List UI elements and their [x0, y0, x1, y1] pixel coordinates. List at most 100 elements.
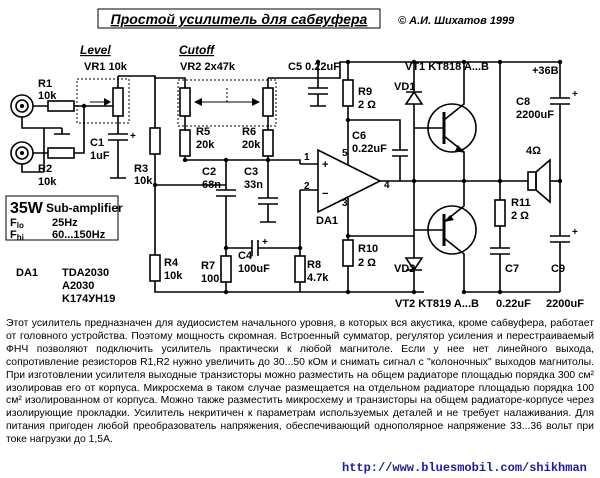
r7-label: R7: [201, 260, 215, 272]
r3-resistor: [149, 127, 161, 155]
cutoff-caption: Cutoff: [179, 43, 215, 57]
spec-fhi-symbol: Fhi: [10, 229, 24, 242]
c8-plus: +: [572, 89, 578, 100]
opamp-plus: +: [322, 159, 328, 171]
r6-label: R6: [242, 126, 256, 138]
vt2-label: VT2 KT819 A...B: [395, 298, 479, 310]
vd2-label: VD2: [394, 263, 415, 275]
c1-plus: +: [130, 131, 136, 142]
vr2-label: VR2 2x47k: [180, 61, 236, 73]
parts-list-label: DA1: [16, 267, 38, 279]
r2-resistor: [47, 147, 75, 159]
r2-value: 10k: [38, 176, 57, 188]
r9-value: 2 Ω: [358, 99, 376, 111]
parts-list-item: K174УН19: [62, 293, 115, 305]
r7-resistor: [220, 255, 232, 283]
spec-fhi-value: 60...150Hz: [52, 229, 106, 241]
vd1-label: VD1: [394, 81, 415, 93]
c5-capacitor: [308, 62, 328, 107]
rca-input-right: [10, 141, 34, 165]
pin-5: 5: [342, 148, 348, 159]
c4-label: C4: [238, 250, 253, 262]
website-link[interactable]: http://www.bluesmobil.com/shikhman: [342, 461, 587, 475]
c3-label: C3: [244, 166, 258, 178]
c8-label: C8: [516, 96, 530, 108]
rca-input-left: [10, 94, 34, 118]
opamp-minus: −: [322, 188, 328, 200]
r5-value: 20k: [196, 139, 215, 151]
r3-label: R3: [134, 163, 148, 175]
description-paragraph: Этот усилитель предназначен для аудиосис…: [6, 318, 594, 446]
r4-value: 10k: [164, 270, 183, 282]
c1-capacitor: [108, 124, 128, 170]
title-frame: [97, 8, 381, 29]
c8-capacitor: [550, 62, 570, 181]
r6-value: 20k: [242, 139, 261, 151]
c5-label: C5 0.22uF: [288, 61, 340, 73]
r8-value: 4.7k: [307, 272, 329, 284]
spec-power: 35W: [10, 200, 44, 217]
parts-list-item: TDA2030: [62, 267, 109, 279]
spec-kind: Sub-amplifier: [46, 201, 123, 215]
r1-value: 10k: [38, 90, 57, 102]
vt1-transistor: [414, 62, 477, 181]
c3-capacitor: [258, 160, 278, 223]
c9-plus: +: [572, 227, 578, 238]
author-copyright: © А.И. Шихатов 1999: [398, 15, 515, 27]
c6-capacitor: [348, 119, 408, 181]
r6-resistor: [262, 129, 274, 157]
r8-resistor: [294, 255, 306, 283]
spec-box: [5, 195, 119, 241]
r1-resistor: [47, 100, 75, 112]
c4-plus: +: [262, 237, 268, 248]
r9-label: R9: [358, 86, 372, 98]
r2-label: R2: [38, 163, 52, 175]
vd2-diode: [404, 181, 424, 272]
pin-3: 3: [342, 198, 348, 209]
r10-label: R10: [358, 243, 378, 255]
c1-value: 1uF: [90, 150, 110, 162]
spec-flo-symbol: Flo: [10, 217, 24, 230]
c4-value: 100uF: [238, 263, 270, 275]
supply-label: +36B: [532, 65, 559, 77]
vr2-cutoff-frame: [177, 79, 277, 127]
r5-resistor: [179, 129, 191, 157]
c3-value: 33n: [244, 179, 263, 191]
vt1-label: VT1 KT818 A...B: [405, 61, 489, 73]
speaker-impedance: 4Ω: [526, 145, 541, 157]
schematic-title: Простой усилитель для сабвуфера: [111, 11, 368, 27]
c6-value: 0.22uF: [352, 143, 387, 155]
pin-1: 1: [304, 152, 310, 163]
r9-resistor: [342, 79, 354, 107]
r11-value: 2 Ω: [511, 210, 529, 222]
r10-resistor: [342, 239, 354, 267]
description-text: Этот усилитель предназначен для аудиосис…: [6, 318, 594, 447]
amplifier-schematic: Простой усилитель для сабвуфера © А.И. Ш…: [5, 8, 584, 310]
vr2a-potentiometer: [179, 87, 191, 117]
vr1-potentiometer: [112, 87, 124, 117]
level-caption: Level: [80, 43, 111, 57]
pin-4: 4: [384, 180, 390, 191]
da1-label: DA1: [316, 215, 338, 227]
da1-opamp: [317, 148, 382, 214]
r8-label: R8: [307, 259, 321, 271]
c4-capacitor: [251, 240, 300, 256]
vt2-transistor: [414, 181, 477, 292]
r3-value: 10k: [134, 175, 153, 187]
r4-resistor: [149, 254, 161, 282]
speaker-icon: [527, 158, 551, 204]
r11-label: R11: [511, 197, 531, 209]
c7-label: C7: [505, 263, 519, 275]
parts-list-item: A2030: [62, 280, 94, 292]
r11-resistor: [494, 199, 506, 227]
c7-value: 0.22uF: [496, 298, 531, 310]
vr1-level-frame: [76, 78, 130, 124]
r10-value: 2 Ω: [358, 257, 376, 269]
c8-value: 2200uF: [516, 109, 554, 121]
r5-label: R5: [196, 126, 210, 138]
c9-label: C9: [551, 263, 565, 275]
c2-value: 68n: [202, 179, 221, 191]
spec-flo-value: 25Hz: [52, 217, 78, 229]
c9-value: 2200uF: [546, 298, 584, 310]
c6-label: C6: [352, 130, 366, 142]
